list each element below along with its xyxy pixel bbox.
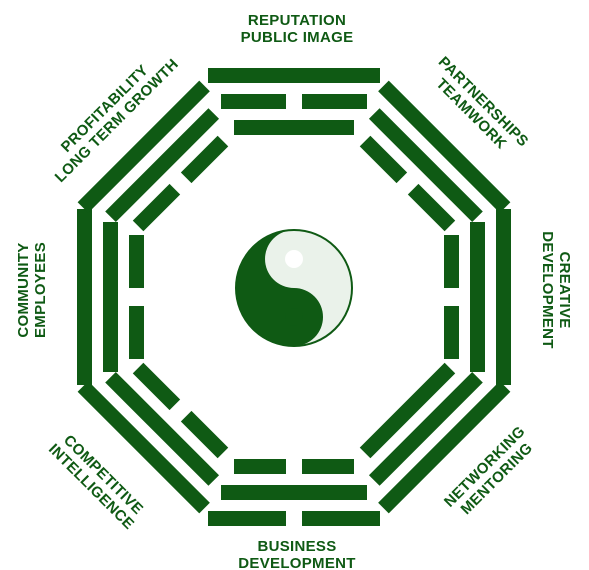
label-line: CREATIVE xyxy=(556,251,573,328)
label-line: REPUTATION xyxy=(248,12,346,29)
trigram-line-solid xyxy=(470,222,485,372)
trigram-line-solid xyxy=(368,108,483,223)
trigram-top xyxy=(208,68,380,135)
trigram-line-broken-segment xyxy=(407,183,456,232)
trigram-line-solid xyxy=(221,485,367,500)
trigram-line-solid xyxy=(496,209,511,385)
trigram-line-solid xyxy=(103,222,118,372)
label-line: DEVELOPMENT xyxy=(238,555,355,570)
trigram-group xyxy=(77,68,511,526)
trigram-line-broken-segment xyxy=(302,94,367,109)
trigram-bottom-left xyxy=(77,362,229,514)
yin-yang-light-dot xyxy=(285,250,303,268)
trigram-line-solid xyxy=(208,68,380,83)
trigram-line-broken-segment xyxy=(302,459,354,474)
trigram-line-solid xyxy=(77,209,92,385)
trigram-line-broken-segment xyxy=(234,459,286,474)
yin-yang-icon xyxy=(235,229,353,347)
trigram-line-solid xyxy=(77,80,210,213)
trigram-line-broken-segment xyxy=(444,235,459,288)
label-line: COMMUNITY xyxy=(15,242,32,337)
trigram-bottom-right xyxy=(359,362,511,514)
yin-yang-dark-dot xyxy=(285,308,303,326)
trigram-line-solid xyxy=(234,120,354,135)
trigram-line-broken-segment xyxy=(132,183,181,232)
trigram-line-broken-segment xyxy=(359,135,408,184)
trigram-line-broken-segment xyxy=(302,511,380,526)
label-line: EMPLOYEES xyxy=(32,242,49,338)
trigram-line-solid xyxy=(368,371,483,486)
trigram-left xyxy=(77,209,144,385)
trigram-bottom xyxy=(208,459,380,526)
trigram-line-solid xyxy=(105,371,220,486)
trigram-line-broken-segment xyxy=(129,306,144,359)
trigram-line-solid xyxy=(378,381,511,514)
trigram-line-broken-segment xyxy=(129,235,144,288)
label-line: PUBLIC IMAGE xyxy=(241,29,354,46)
label-left: COMMUNITYEMPLOYEES xyxy=(15,242,49,338)
trigram-line-broken-segment xyxy=(221,94,286,109)
trigram-right xyxy=(444,209,511,385)
trigram-line-broken-segment xyxy=(444,306,459,359)
label-line: DEVELOPMENT xyxy=(539,231,556,348)
trigram-line-solid xyxy=(77,381,210,514)
trigram-line-broken-segment xyxy=(208,511,286,526)
trigram-line-solid xyxy=(359,362,456,459)
trigram-line-broken-segment xyxy=(180,410,229,459)
label-line: BUSINESS xyxy=(257,538,336,555)
trigram-line-solid xyxy=(105,108,220,223)
label-right: CREATIVEDEVELOPMENT xyxy=(539,231,573,348)
trigram-line-broken-segment xyxy=(180,135,229,184)
trigram-top-right xyxy=(359,80,511,232)
trigram-line-solid xyxy=(378,80,511,213)
trigram-top-left xyxy=(77,80,229,232)
trigram-line-broken-segment xyxy=(132,362,181,411)
